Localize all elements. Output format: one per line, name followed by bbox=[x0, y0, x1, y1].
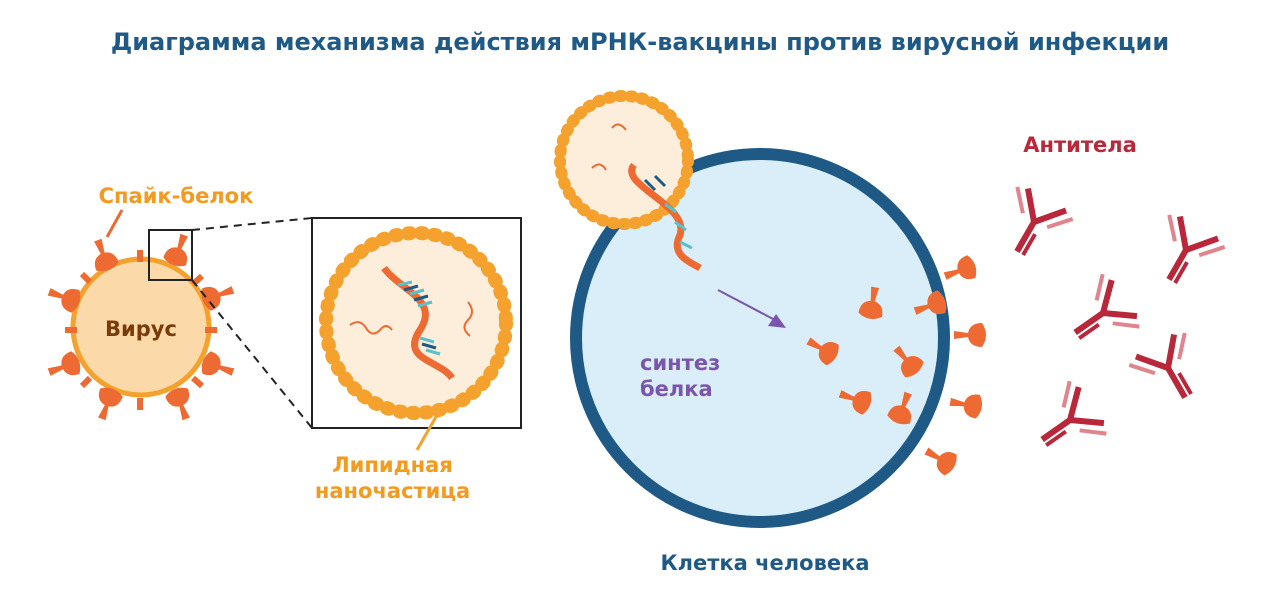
virus-icon bbox=[44, 230, 238, 424]
lipid-nanoparticle-fusing-icon bbox=[554, 90, 702, 272]
nanoparticle-label-line1: Липидная bbox=[332, 453, 453, 477]
synthesis-label-line2: белка bbox=[640, 377, 713, 401]
arrow-icon bbox=[717, 289, 786, 328]
human-cell bbox=[570, 148, 950, 528]
antibody-icon bbox=[989, 183, 1226, 465]
cell-label: Клетка человека bbox=[660, 551, 870, 575]
lipid-nanoparticle-icon bbox=[319, 226, 513, 420]
diagram-title: Диаграмма механизма действия мРНК-вакцин… bbox=[110, 28, 1170, 56]
spike-protein-label: Спайк-белок bbox=[98, 184, 254, 208]
virus-label: Вирус bbox=[105, 317, 177, 341]
antibodies-label: Антитела bbox=[1023, 133, 1137, 157]
nanoparticle-label-line2: наночастица bbox=[314, 479, 471, 503]
zoom-box bbox=[148, 229, 193, 281]
synthesis-label-line1: синтез bbox=[640, 351, 721, 375]
